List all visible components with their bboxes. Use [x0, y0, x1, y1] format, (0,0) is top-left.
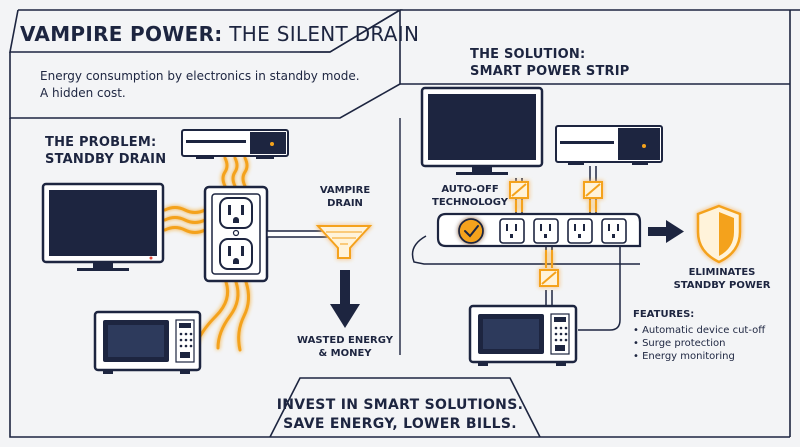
feature-item: • Energy monitoring: [633, 351, 735, 362]
tv-icon: [41, 182, 165, 271]
drain-pipe: [266, 230, 328, 238]
frame-lines: [9, 9, 800, 438]
standby-drain-wires: [163, 156, 251, 352]
down-arrow-icon: [330, 270, 360, 328]
funnel-icon: [315, 225, 373, 259]
eliminates-label: ELIMINATES STANDBY POWER: [673, 267, 771, 291]
shield-icon: [696, 204, 742, 264]
subtitle: Energy consumption by electronics in sta…: [40, 69, 360, 100]
breaker-switches: [509, 181, 603, 287]
problem-heading: THE PROBLEM: STANDBY DRAIN: [45, 135, 167, 167]
feature-item: • Automatic device cut-off: [633, 325, 766, 336]
page-title: VAMPIRE POWER: THE SILENT DRAIN: [20, 22, 420, 46]
features-list: FEATURES: • Automatic device cut-off • S…: [633, 309, 766, 362]
power-strip-icon: [436, 212, 642, 248]
game-console-icon: [555, 125, 663, 165]
feature-item: • Surge protection: [633, 338, 726, 349]
tv-icon: [420, 86, 544, 175]
game-console-icon: [181, 129, 289, 159]
footer-callout: INVEST IN SMART SOLUTIONS. SAVE ENERGY, …: [276, 397, 524, 432]
checkmark-icon: [458, 218, 484, 244]
vampire-drain-label: VAMPIRE DRAIN: [319, 185, 371, 209]
microwave-icon: [468, 304, 578, 366]
wasted-energy-label: WASTED ENERGY & MONEY: [297, 335, 393, 359]
right-arrow-icon: [648, 220, 684, 243]
solution-heading: THE SOLUTION: SMART POWER STRIP: [470, 47, 630, 79]
auto-off-label: AUTO-OFF TECHNOLOGY: [432, 184, 508, 208]
wall-outlet-icon: [203, 185, 269, 283]
breaker-glow-lines: [515, 200, 597, 268]
microwave-icon: [93, 310, 202, 374]
